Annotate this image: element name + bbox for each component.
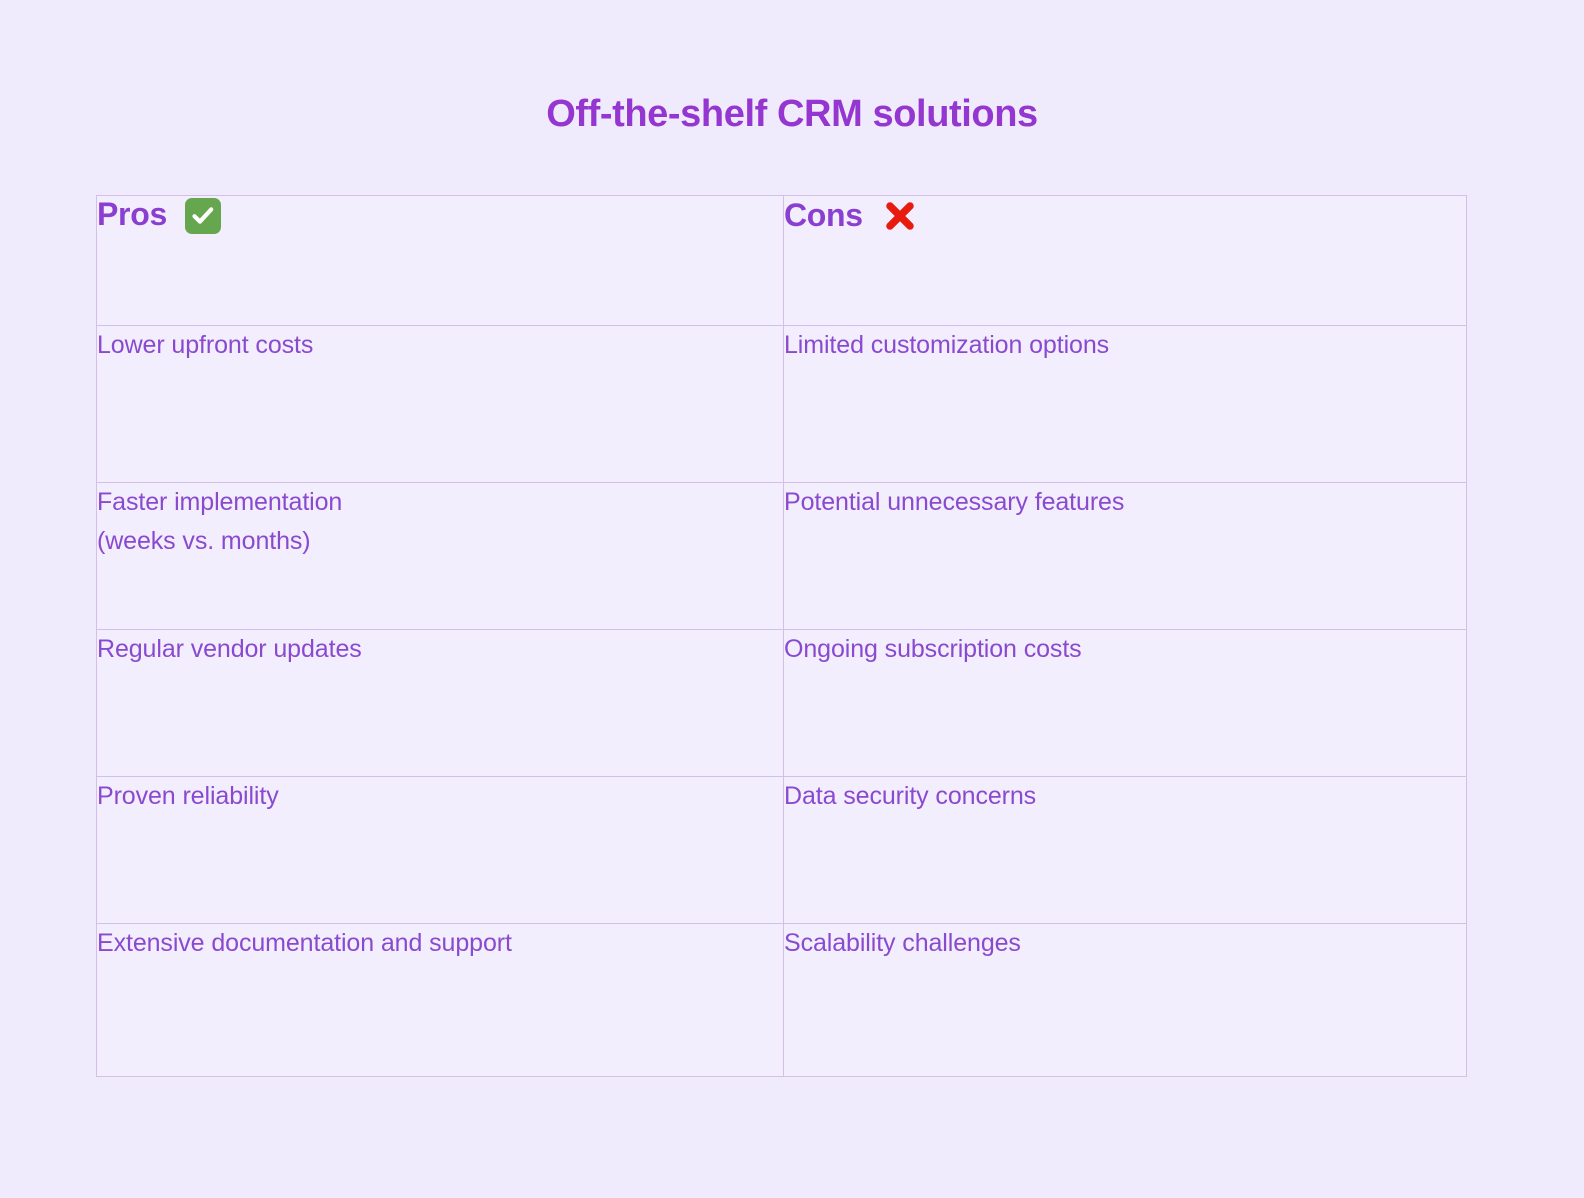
check-mark-button-icon	[184, 198, 221, 234]
cell-text: Proven reliability	[97, 782, 279, 810]
cell-text: Data security concerns	[784, 782, 1037, 810]
cell-text: Lower upfront costs	[97, 331, 314, 359]
cell-text: Scalability challenges	[784, 929, 1021, 957]
cell-pros-2: Faster implementation (weeks vs. months)	[96, 482, 784, 630]
cell-cons-1: Limited customization options	[783, 325, 1467, 483]
table-row: Regular vendor updates Ongoing subscript…	[96, 629, 1467, 777]
pros-cons-table: Pros Cons	[96, 195, 1467, 1077]
cell-text: Faster implementation (weeks vs. months)	[97, 488, 343, 555]
table-row: Proven reliability Data security concern…	[96, 776, 1467, 924]
cell-text: Ongoing subscription costs	[784, 635, 1082, 663]
cell-pros-4: Proven reliability	[96, 776, 784, 924]
header-label-cons: Cons	[784, 197, 863, 233]
cell-cons-4: Data security concerns	[783, 776, 1467, 924]
cell-cons-2: Potential unnecessary features	[783, 482, 1467, 630]
cell-pros-3: Regular vendor updates	[96, 629, 784, 777]
table-row: Faster implementation (weeks vs. months)…	[96, 482, 1467, 630]
cell-text: Potential unnecessary features	[784, 488, 1125, 516]
cell-cons-5: Scalability challenges	[783, 923, 1467, 1077]
table-row: Extensive documentation and support Scal…	[96, 923, 1467, 1077]
cell-text: Regular vendor updates	[97, 635, 362, 663]
table-header-row: Pros Cons	[96, 195, 1467, 326]
cell-pros-5: Extensive documentation and support	[96, 923, 784, 1077]
page-title: Off-the-shelf CRM solutions	[546, 93, 1038, 135]
cell-pros-1: Lower upfront costs	[96, 325, 784, 483]
table-row: Lower upfront costs Limited customizatio…	[96, 325, 1467, 483]
cross-mark-icon	[881, 197, 919, 235]
cell-text: Extensive documentation and support	[97, 929, 512, 957]
header-label-pros: Pros	[97, 196, 167, 232]
header-cell-pros: Pros	[96, 195, 784, 326]
cell-cons-3: Ongoing subscription costs	[783, 629, 1467, 777]
header-cell-cons: Cons	[783, 195, 1467, 326]
cell-text: Limited customization options	[784, 331, 1110, 359]
